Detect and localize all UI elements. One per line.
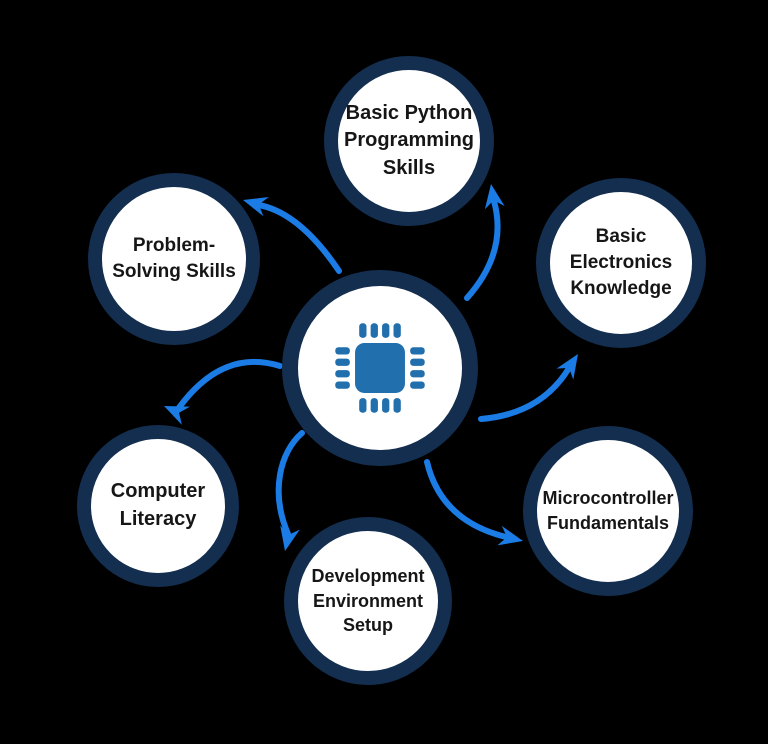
node-label-problem-solving: Problem- Solving Skills (112, 234, 236, 282)
node-basic-python-programming-skills: Basic Python Programming Skills (324, 56, 494, 226)
node-label-basic-electronics: Basic Electronics Knowledge (569, 225, 673, 300)
arrow-center-to-basic-electronics (478, 354, 578, 422)
node-label-development: Development Environment Setup (311, 565, 425, 636)
arrow-center-to-microcontroller (424, 459, 523, 546)
node-computer-literacy: Computer Literacy (77, 425, 239, 587)
node-label-microcontroller: Microcontroller Fundamentals (542, 488, 674, 533)
arrow-center-to-basic-python (464, 184, 505, 301)
microchip-icon (335, 323, 425, 413)
node-basic-electronics-knowledge: Basic Electronics Knowledge (536, 178, 706, 348)
node-development-environment-setup: Development Environment Setup (284, 517, 452, 685)
node-label-basic-python: Basic Python Programming Skills (343, 101, 475, 179)
arrow-center-to-computer-literacy (164, 358, 283, 425)
arrow-center-to-development-environment (275, 430, 305, 551)
node-label-computer-literacy: Computer Literacy (110, 480, 206, 530)
node-microcontroller-fundamentals: Microcontroller Fundamentals (523, 426, 693, 596)
node-problem-solving-skills: Problem- Solving Skills (88, 173, 260, 345)
center-hub-node (282, 270, 478, 466)
